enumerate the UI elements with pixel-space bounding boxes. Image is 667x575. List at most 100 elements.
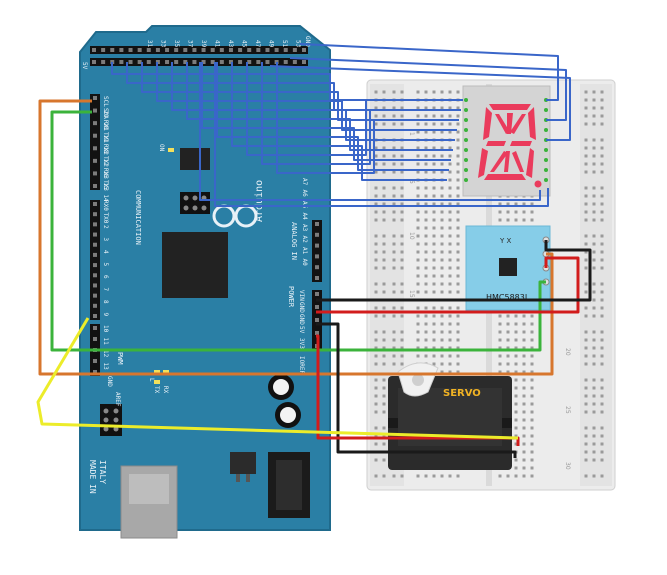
breadboard-hole [456, 90, 460, 94]
header-pin[interactable] [93, 273, 97, 278]
header-pin[interactable] [93, 121, 97, 126]
header-pin[interactable] [192, 48, 197, 52]
header-pin[interactable] [119, 60, 124, 64]
header-pin[interactable] [292, 60, 297, 64]
header-pin[interactable] [302, 48, 306, 52]
header-pin[interactable] [283, 48, 288, 52]
header-pin[interactable] [93, 314, 97, 318]
header-pin[interactable] [93, 303, 97, 308]
header-pin[interactable] [192, 60, 197, 64]
header-pin[interactable] [201, 48, 206, 52]
header-pin[interactable] [219, 60, 224, 64]
header-pin[interactable] [119, 48, 124, 52]
segment-middle-right [510, 141, 532, 146]
red-servo-power-wire [316, 334, 520, 446]
header-pin[interactable] [155, 48, 160, 52]
header-pin[interactable] [93, 171, 97, 176]
breadboard-hole [400, 242, 404, 246]
header-pin[interactable] [315, 276, 319, 280]
blue-wire [171, 62, 455, 141]
breadboard-hole [448, 346, 452, 350]
analog-pin-label: A2 [301, 236, 308, 244]
header-pin[interactable] [210, 48, 215, 52]
header-pin[interactable] [93, 337, 97, 341]
header-pin[interactable] [93, 133, 97, 138]
header-pin[interactable] [93, 359, 97, 363]
header-pin[interactable] [274, 48, 279, 52]
header-pin[interactable] [265, 60, 270, 64]
header-pin[interactable] [93, 293, 97, 298]
breadboard-hole [424, 322, 428, 326]
header-pin[interactable] [93, 283, 97, 288]
header-pin[interactable] [165, 60, 170, 64]
breadboard-hole [592, 378, 596, 382]
header-pin[interactable] [174, 48, 179, 52]
header-pin[interactable] [93, 242, 97, 247]
header-pin[interactable] [283, 60, 288, 64]
header-pin[interactable] [247, 48, 252, 52]
header-pin[interactable] [93, 326, 97, 330]
header-pin[interactable] [315, 265, 319, 270]
header-pin[interactable] [110, 48, 115, 52]
breadboard-hole [456, 218, 460, 222]
header-pin[interactable] [315, 305, 319, 309]
header-pin[interactable] [302, 60, 306, 64]
breadboard-hole [392, 234, 396, 238]
header-pin[interactable] [146, 48, 151, 52]
header-pin[interactable] [137, 60, 142, 64]
header-pin[interactable] [247, 60, 252, 64]
header-pin[interactable] [292, 48, 297, 52]
header-pin[interactable] [137, 48, 142, 52]
header-pin[interactable] [101, 60, 106, 64]
header-pin[interactable] [315, 232, 319, 237]
header-pin[interactable] [174, 60, 179, 64]
breadboard-hole [416, 106, 420, 110]
breadboard-hole [456, 194, 460, 198]
header-pin[interactable] [315, 318, 319, 322]
header-pin[interactable] [128, 48, 133, 52]
breadboard-hole [530, 370, 534, 374]
header-pin[interactable] [238, 60, 243, 64]
header-pin[interactable] [93, 263, 97, 268]
header-pin[interactable] [93, 212, 97, 217]
header-pin[interactable] [93, 146, 97, 151]
header-pin[interactable] [92, 60, 96, 64]
header-pin[interactable] [228, 48, 233, 52]
breadboard-hole [448, 306, 452, 310]
header-pin[interactable] [93, 370, 97, 374]
header-pin[interactable] [93, 222, 97, 227]
header-pin[interactable] [265, 48, 270, 52]
header-pin[interactable] [92, 48, 96, 52]
header-pin[interactable] [315, 243, 319, 248]
header-pin[interactable] [201, 60, 206, 64]
header-pin[interactable] [256, 48, 261, 52]
header-pin[interactable] [93, 108, 97, 113]
header-pin[interactable] [219, 48, 224, 52]
breadboard-hole [600, 354, 604, 358]
header-pin[interactable] [183, 60, 188, 64]
breadboard-hole [392, 162, 396, 166]
header-pin[interactable] [228, 60, 233, 64]
breadboard-hole [456, 346, 460, 350]
header-pin[interactable] [315, 222, 319, 226]
header-pin[interactable] [101, 48, 106, 52]
header-pin[interactable] [93, 184, 97, 188]
header-pin[interactable] [128, 60, 133, 64]
header-pin[interactable] [93, 232, 97, 237]
header-pin[interactable] [315, 331, 319, 335]
header-pin[interactable] [93, 158, 97, 163]
header-pin[interactable] [183, 48, 188, 52]
header-pin[interactable] [315, 254, 319, 259]
header-pin[interactable] [93, 252, 97, 257]
header-pin[interactable] [93, 202, 97, 206]
header-pin[interactable] [210, 60, 215, 64]
header-pin[interactable] [93, 96, 97, 100]
header-pin[interactable] [256, 60, 261, 64]
header-pin[interactable] [238, 48, 243, 52]
header-pin[interactable] [165, 48, 170, 52]
header-pin[interactable] [146, 60, 151, 64]
breadboard-hole [522, 442, 526, 446]
header-pin[interactable] [315, 292, 319, 296]
breadboard-hole [448, 274, 452, 278]
breadboard-hole [424, 346, 428, 350]
